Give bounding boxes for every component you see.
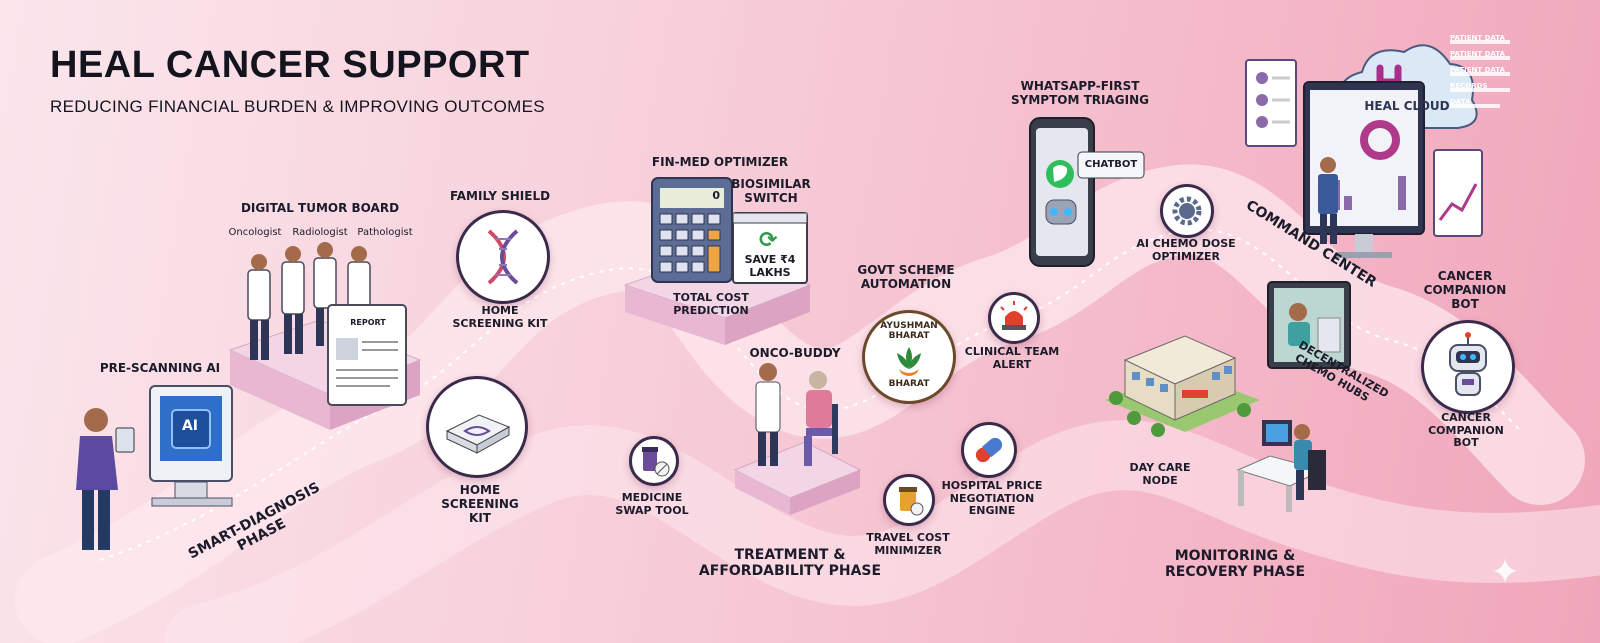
ayushman-seal-bottom: BHARAT: [888, 379, 930, 389]
cloud-data-line-5: DATA: [1450, 98, 1471, 106]
sparkle-icon: ✦: [1490, 552, 1521, 593]
cloud-data-line-4: RECORDS: [1450, 82, 1488, 90]
travel-cost-circle: [883, 474, 935, 526]
companion-top-label: CANCER COMPANION BOT: [1423, 269, 1507, 311]
alert-circle: [988, 292, 1040, 344]
test-kit-icon: [445, 414, 511, 454]
monitor-ai-text: AI: [181, 418, 199, 434]
role-radiologist: Radiologist: [292, 227, 348, 238]
save-amount-text: SAVE ₹4 LAKHS: [744, 253, 796, 279]
hospital-price-label: HOSPITAL PRICE NEGOTIATION ENGINE: [941, 479, 1043, 518]
page-subtitle: REDUCING FINANCIAL BURDEN & IMPROVING OU…: [50, 97, 545, 116]
screening-kit-circle: [426, 376, 528, 478]
treatment-phase-label: TREATMENT & AFFORDABILITY PHASE: [698, 547, 882, 580]
whatsapp-phone-illustration: [1029, 117, 1145, 267]
command-center-illustration: [1245, 59, 1483, 258]
chatbot-text: CHATBOT: [1084, 159, 1138, 170]
monitoring-phase-label: MONITORING & RECOVERY PHASE: [1164, 548, 1306, 581]
tumor-board-illustration: [228, 242, 422, 430]
fin-med-illustration: [623, 177, 812, 345]
pill-bottle-icon: [642, 447, 670, 477]
ayushman-seal-text: AYUSHMAN BHARAT: [880, 321, 938, 342]
companion-bot-circle: [1421, 320, 1515, 414]
home-kit-bottom-label: HOME SCREENING KIT: [441, 483, 519, 525]
onco-buddy-label: ONCO-BUDDY: [749, 346, 841, 360]
lotus-emblem-icon: [897, 347, 921, 376]
day-care-building-illustration: [1105, 335, 1260, 437]
cloud-data-line-3: PATIENT DATA: [1450, 66, 1505, 74]
capsule-circle: [961, 422, 1017, 478]
pre-scanning-illustration: [76, 385, 233, 550]
dna-circle: [456, 210, 550, 304]
biosimilar-label: BIOSIMILAR SWITCH: [731, 177, 811, 205]
role-oncologist: Oncologist: [228, 227, 282, 238]
ai-chemo-label: AI CHEMO DOSE OPTIMIZER: [1136, 237, 1236, 263]
medicine-jar-icon: [899, 487, 924, 516]
clinical-alert-label: CLINICAL TEAM ALERT: [964, 345, 1060, 371]
dna-icon: [487, 229, 519, 285]
home-kit-top-label: HOME SCREENING KIT: [452, 304, 548, 330]
whatsapp-label: WHATSAPP-FIRST SYMPTOM TRIAGING: [1011, 79, 1149, 107]
calculator-display: 0: [712, 189, 720, 202]
cloud-data-line-2: PATIENT DATA: [1450, 50, 1505, 58]
day-care-label: DAY CARE NODE: [1129, 461, 1191, 487]
ai-chemo-circle: [1160, 184, 1214, 238]
pre-scanning-label: PRE-SCANNING AI: [99, 361, 221, 375]
journey-path-lower: [165, 420, 1600, 643]
capsule-icon: [975, 437, 1003, 463]
alarm-light-icon: [1000, 301, 1028, 330]
swap-arrows-icon: ⟳: [759, 228, 778, 253]
fin-med-label: FIN-MED OPTIMIZER: [651, 155, 789, 169]
cloud-data-line-1: PATIENT DATA: [1450, 34, 1505, 42]
tumor-board-label: DIGITAL TUMOR BOARD: [240, 201, 400, 215]
heal-cloud-text: HEAL CLOUD: [1364, 99, 1450, 113]
report-doc-label: REPORT: [350, 318, 386, 327]
medicine-swap-label: MEDICINE SWAP TOOL: [615, 491, 689, 517]
desk-worker-illustration: [1236, 420, 1326, 512]
total-cost-label: TOTAL COST PREDICTION: [673, 291, 749, 317]
role-pathologist: Pathologist: [357, 227, 413, 238]
video-consult-illustration: [1267, 281, 1351, 369]
ayushman-seal-circle: AYUSHMAN BHARAT BHARAT: [862, 310, 956, 404]
family-shield-label: FAMILY SHIELD: [449, 189, 551, 203]
medicine-swap-circle: [629, 436, 679, 486]
companion-bottom-label: CANCER COMPANION BOT: [1428, 411, 1504, 450]
onco-buddy-illustration: [733, 363, 862, 515]
ai-gear-icon: [1172, 196, 1202, 226]
govt-scheme-label: GOVT SCHEME AUTOMATION: [857, 263, 955, 291]
dotted-route: [99, 228, 1521, 561]
page-title: HEAL CANCER SUPPORT: [50, 44, 530, 86]
travel-cost-label: TRAVEL COST MINIMIZER: [866, 531, 950, 557]
robot-icon: [1449, 332, 1487, 396]
